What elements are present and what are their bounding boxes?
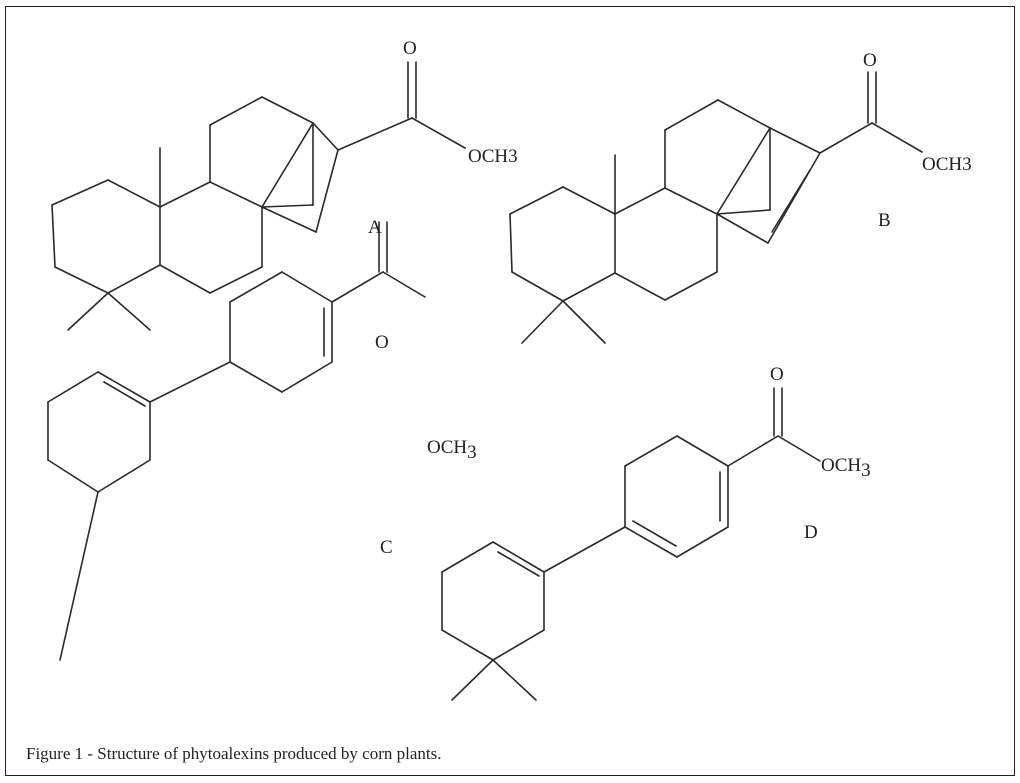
structure-d: O OCH3 D bbox=[441, 364, 871, 701]
structure-c-bonds bbox=[47, 221, 426, 661]
structure-a-oxygen-label: O bbox=[403, 38, 417, 59]
structure-c-ester-label: OCH3 bbox=[427, 437, 477, 463]
structure-d-ester-label: OCH3 bbox=[821, 455, 871, 481]
structure-b-bonds bbox=[509, 71, 923, 344]
structure-c: O OCH3 C bbox=[47, 221, 477, 661]
structure-d-oxygen-label: O bbox=[770, 364, 784, 385]
structure-b-oxygen-label: O bbox=[863, 50, 877, 71]
figure-caption: Figure 1 - Structure of phytoalexins pro… bbox=[26, 744, 442, 763]
structure-a-label: A bbox=[368, 217, 382, 238]
structure-a-bonds bbox=[51, 61, 466, 331]
structure-a-ester-label: OCH3 bbox=[468, 146, 518, 167]
structure-d-label: D bbox=[804, 522, 818, 543]
structure-b-ester-label: OCH3 bbox=[922, 154, 972, 175]
structure-b: O OCH3 B bbox=[509, 50, 972, 344]
structure-a: O OCH3 A bbox=[51, 38, 518, 331]
structure-c-label: C bbox=[380, 537, 393, 558]
structure-d-bonds bbox=[441, 387, 821, 701]
structure-b-label: B bbox=[878, 210, 891, 231]
structure-c-oxygen-label: O bbox=[375, 332, 389, 353]
